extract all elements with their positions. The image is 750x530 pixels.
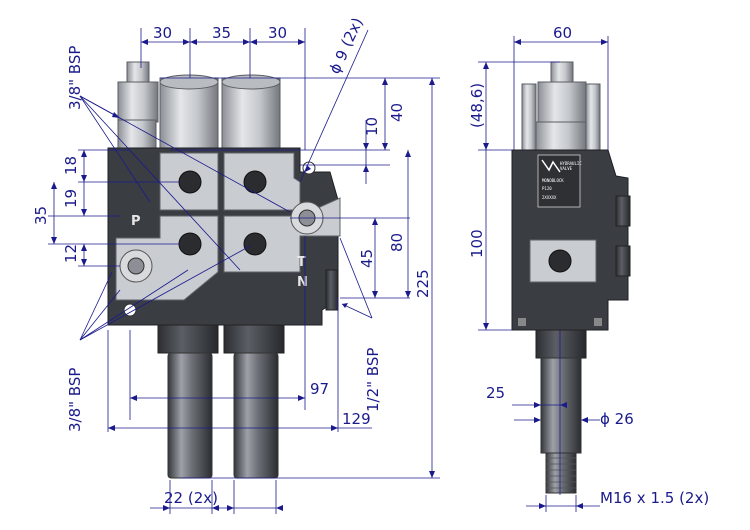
dim-left-35: 35 — [32, 206, 50, 225]
dim-hole-qty: (2x) — [337, 15, 366, 50]
dim-top-30-left: 30 — [153, 24, 172, 42]
dimension-lines — [48, 28, 609, 514]
port-label-t: T — [297, 255, 306, 270]
dim-hole-dia: ϕ 9 — [325, 47, 352, 77]
dim-top-30-right: 30 — [268, 24, 287, 42]
dim-v-45: 45 — [358, 249, 376, 268]
dim-bottom-22: 22 (2x) — [164, 489, 218, 507]
dim-h-97: 97 — [310, 380, 329, 398]
dim-side-60: 60 — [553, 24, 572, 42]
dim-left-12: 12 — [62, 244, 80, 263]
dimension-text: 30 35 30 ϕ 9 (2x) 40 10 80 45 225 97 129… — [32, 15, 709, 507]
nameplate-line-4: 2XXXXX — [542, 195, 557, 200]
mounting-hole-bottom — [123, 303, 137, 317]
side-relief-valve — [521, 61, 601, 151]
side-port — [548, 249, 572, 273]
dim-v-80: 80 — [388, 233, 406, 252]
dim-left-19: 19 — [62, 189, 80, 208]
nameplate-line-3: P120 — [542, 186, 552, 191]
side-view: HYDRAULIC VALVE MONOBLOCK P120 2XXXXX — [511, 61, 631, 494]
port-label-p: P — [131, 214, 141, 229]
nameplate-line-1: VALVE — [560, 166, 573, 171]
dim-side-100: 100 — [468, 229, 486, 258]
top-spool-caps — [159, 74, 281, 155]
thread-label-right: 1/2" BSP — [364, 348, 382, 412]
nameplate-line-0: HYDRAULIC — [560, 161, 582, 166]
side-spool — [540, 357, 582, 454]
nameplate-line-2: MONOBLOCK — [542, 178, 564, 183]
dim-side-48-6: (48,6) — [468, 83, 486, 128]
side-spool-collar — [535, 329, 587, 359]
side-thread — [545, 452, 577, 494]
dim-side-thread: M16 x 1.5 (2x) — [600, 489, 709, 507]
port-label-n: N — [297, 275, 308, 290]
dim-side-dia-26: ϕ 26 — [600, 410, 634, 428]
dim-h-129: 129 — [342, 410, 371, 428]
arrowheads — [51, 39, 608, 511]
dim-left-18: 18 — [62, 156, 80, 175]
lower-spools — [157, 324, 285, 479]
dim-v-40: 40 — [388, 103, 406, 122]
dim-v-10: 10 — [363, 117, 381, 136]
thread-label-bottom-left: 3/8" BSP — [66, 368, 84, 432]
dim-side-25: 25 — [486, 384, 505, 402]
relief-valve — [117, 61, 159, 151]
dim-top-35: 35 — [212, 24, 231, 42]
dim-v-225: 225 — [414, 269, 432, 298]
thread-label-top-left: 3/8" BSP — [66, 46, 84, 110]
